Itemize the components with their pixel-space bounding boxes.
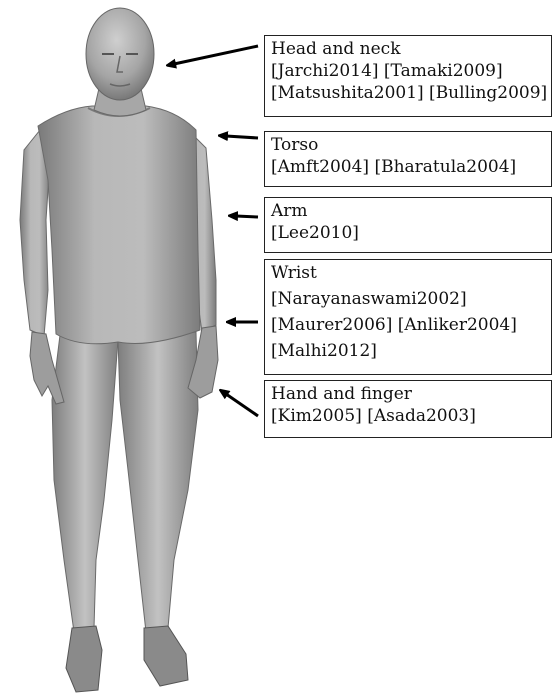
label-wrist-title: Wrist: [271, 262, 545, 284]
label-arm-ref-1: [Lee2010]: [271, 222, 545, 244]
label-hand-finger-ref-1: [Kim2005] [Asada2003]: [271, 405, 545, 427]
torso: [38, 106, 200, 344]
label-torso-ref-1: [Amft2004] [Bharatula2004]: [271, 156, 545, 178]
label-wrist: Wrist [Narayanaswami2002] [Maurer2006] […: [264, 259, 552, 375]
label-hand-finger: Hand and finger [Kim2005] [Asada2003]: [264, 380, 552, 438]
label-head-neck-title: Head and neck: [271, 38, 545, 60]
human-figure: [20, 8, 218, 692]
left-shoe: [66, 626, 102, 692]
label-wrist-ref-1: [Narayanaswami2002]: [271, 288, 545, 310]
arrow-hand-finger: [226, 394, 258, 416]
label-head-neck: Head and neck [Jarchi2014] [Tamaki2009] …: [264, 35, 552, 117]
label-arm-title: Arm: [271, 200, 545, 222]
label-head-neck-ref-2: [Matsushita2001] [Bulling2009]: [271, 82, 545, 104]
arrow-head-neck: [174, 46, 258, 64]
label-wrist-ref-2: [Maurer2006] [Anliker2004]: [271, 314, 545, 336]
label-hand-finger-title: Hand and finger: [271, 383, 545, 405]
label-arm: Arm [Lee2010]: [264, 197, 552, 253]
label-head-neck-ref-1: [Jarchi2014] [Tamaki2009]: [271, 60, 545, 82]
left-leg: [52, 335, 118, 632]
right-shoe: [144, 626, 188, 686]
arrow-arm: [236, 216, 258, 217]
arrow-torso: [226, 136, 258, 138]
label-wrist-ref-3: [Malhi2012]: [271, 340, 545, 362]
label-torso-title: Torso: [271, 134, 545, 156]
right-leg: [118, 332, 198, 632]
label-torso: Torso [Amft2004] [Bharatula2004]: [264, 131, 552, 187]
